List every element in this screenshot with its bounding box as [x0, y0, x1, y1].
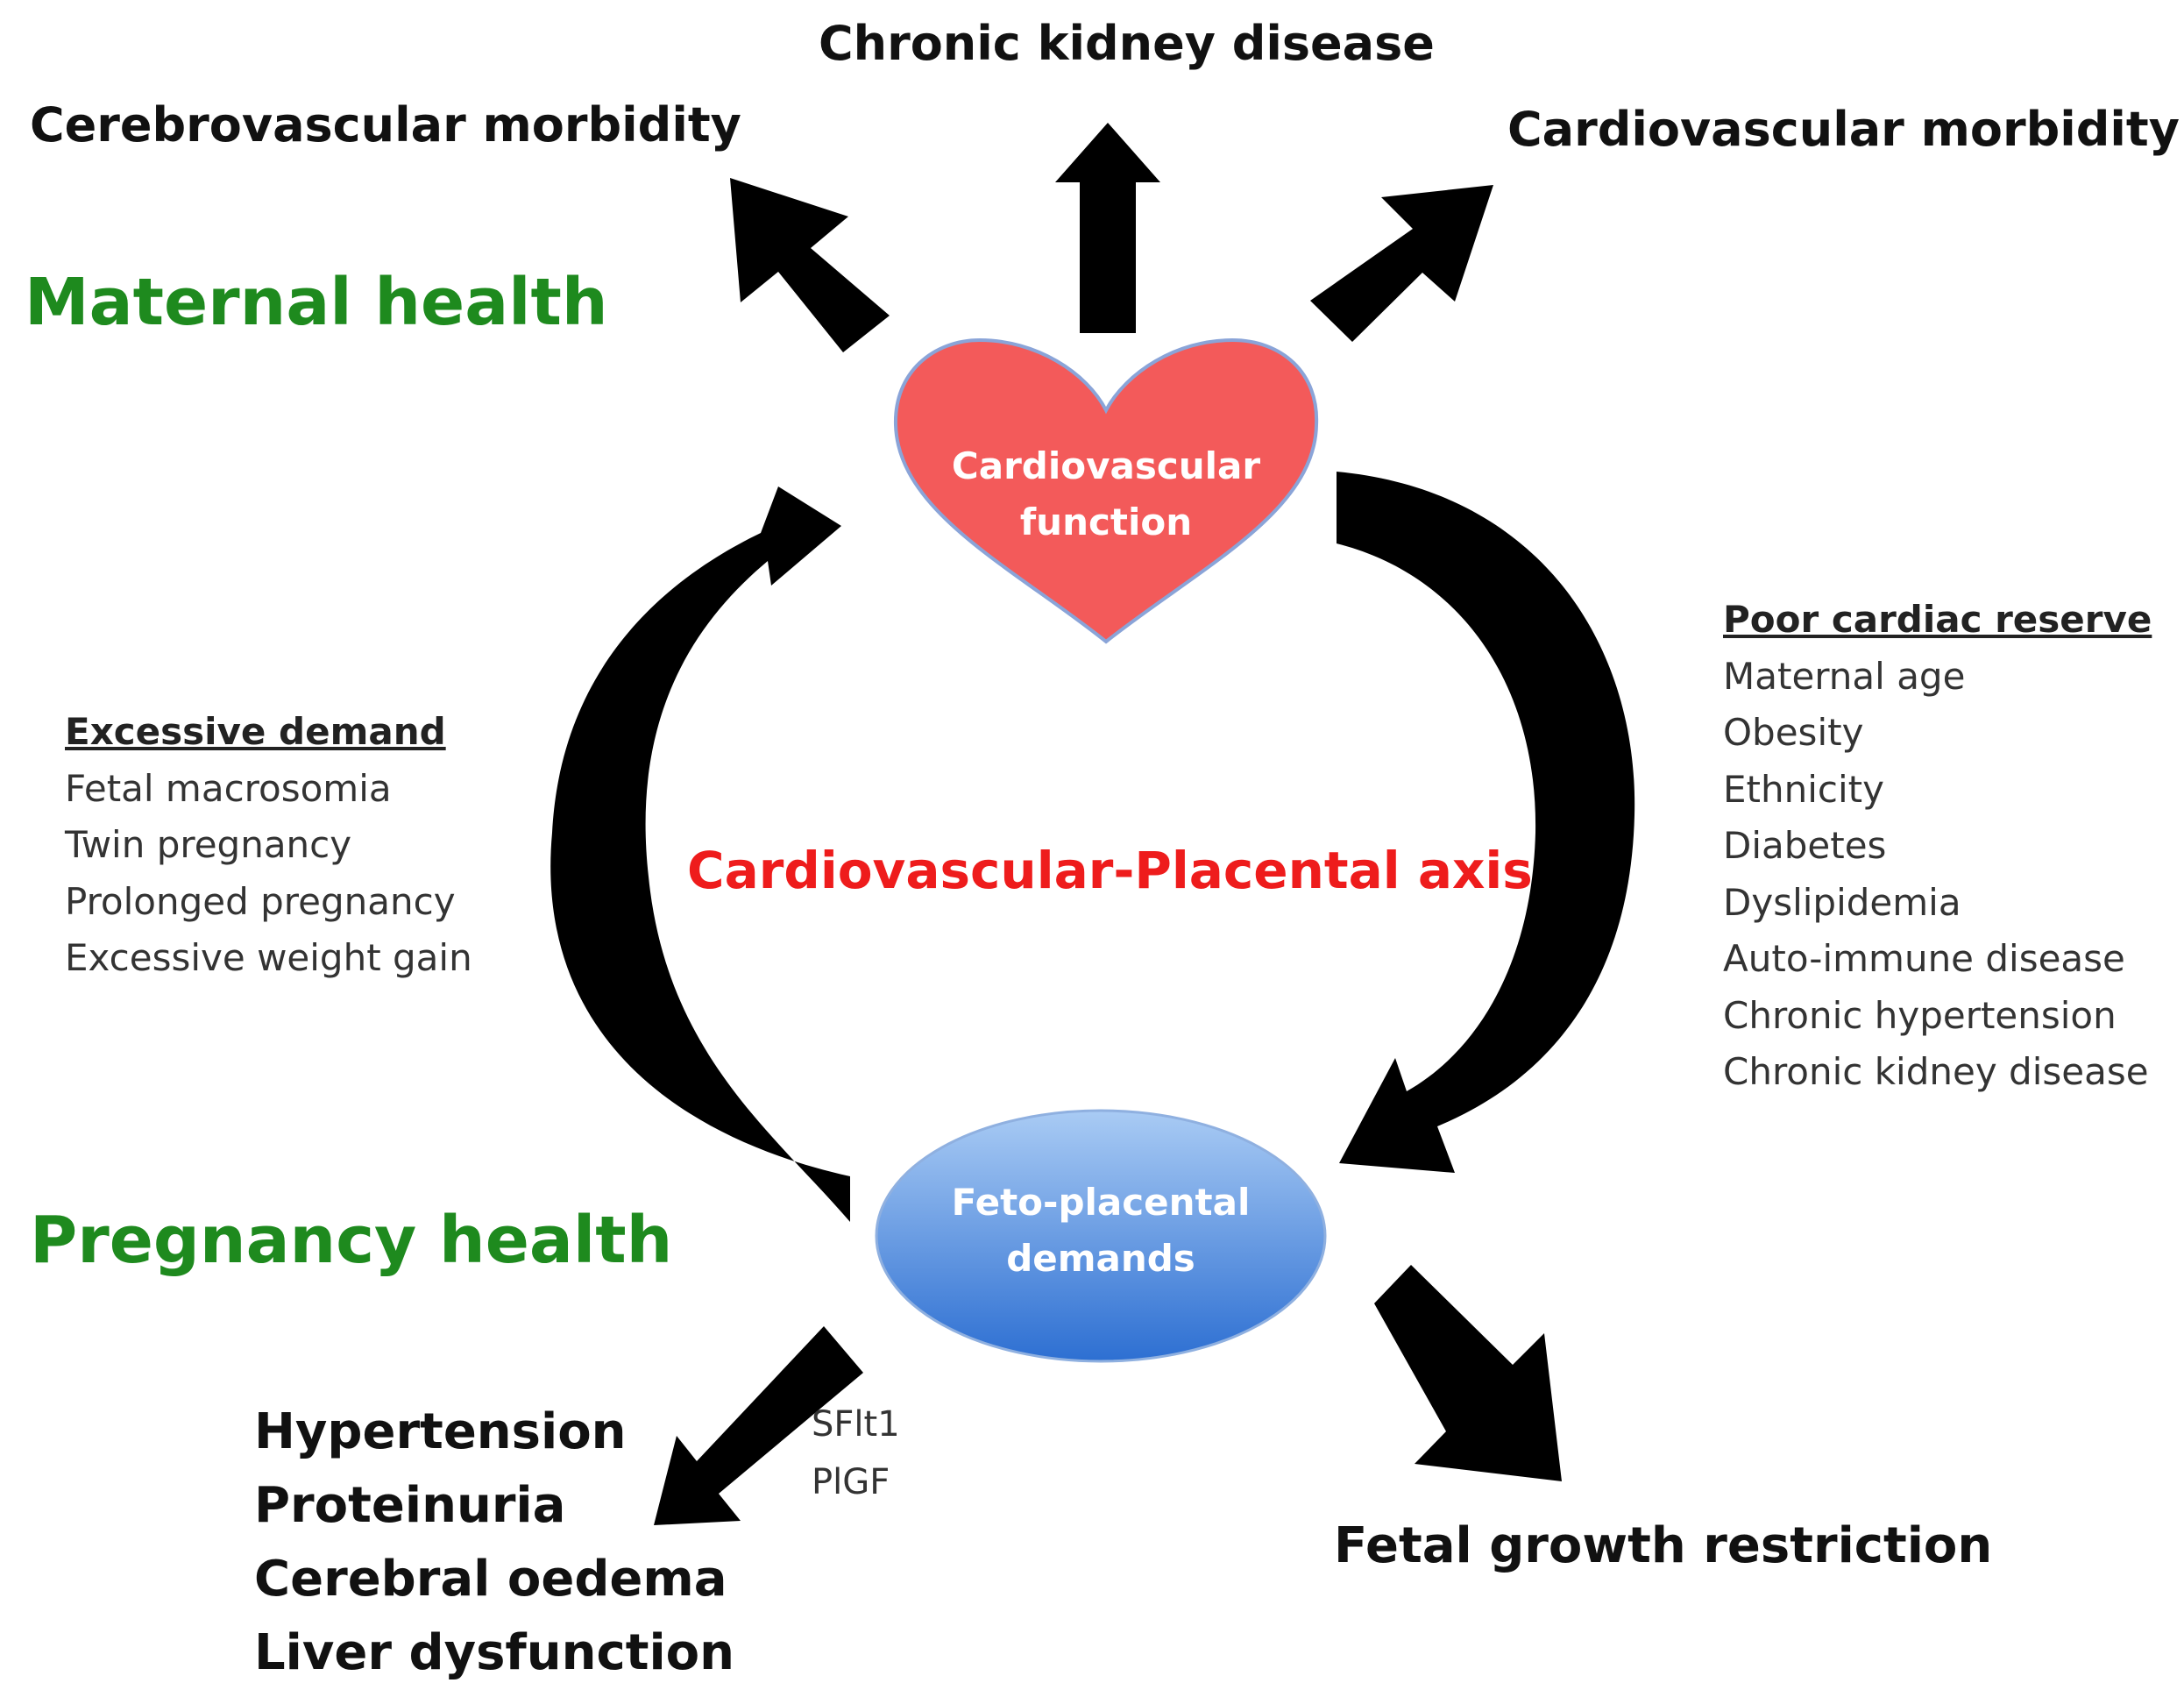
- list-item: Obesity: [1723, 711, 1864, 754]
- list-item: Chronic hypertension: [1723, 993, 2117, 1037]
- markers-list: SFlt1 PlGF: [812, 1395, 900, 1511]
- list-item: Hypertension: [254, 1403, 627, 1460]
- list-item: Proteinuria: [254, 1477, 566, 1534]
- pregnancy-outcomes-list: Hypertension Proteinuria Cerebral oedema…: [254, 1395, 734, 1690]
- list-item: Chronic kidney disease: [1723, 1050, 2149, 1093]
- arrow-to-kidney: [1055, 123, 1160, 333]
- arrow-heart-to-demand: [1337, 472, 1635, 1173]
- axis-label: Cardiovascular-Placental axis: [687, 841, 1533, 900]
- list-item: SFlt1: [812, 1404, 900, 1445]
- placenta-label-line2: demands: [1006, 1237, 1195, 1280]
- list-item: Cerebral oedema: [254, 1551, 727, 1608]
- excessive-demand-list: Excessive demand Fetal macrosomia Twin p…: [65, 704, 472, 987]
- outcome-cardiovascular: Cardiovascular morbidity: [1507, 102, 2180, 157]
- list-item: Diabetes: [1723, 824, 1887, 867]
- heart-label: Cardiovascular function: [920, 438, 1292, 550]
- pregnancy-health-label: Pregnancy health: [30, 1203, 673, 1278]
- outcome-chronic-kidney: Chronic kidney disease: [819, 16, 1435, 71]
- list-item: Prolonged pregnancy: [65, 879, 456, 923]
- outcome-cerebrovascular: Cerebrovascular morbidity: [30, 97, 741, 153]
- poor-cardiac-reserve-heading: Poor cardiac reserve: [1723, 598, 2152, 641]
- heart-shape-icon: [893, 337, 1319, 644]
- arrow-to-hypertension: [654, 1326, 863, 1525]
- arrow-to-cardiovascular: [1310, 185, 1493, 342]
- arrow-demand-to-heart: [550, 486, 850, 1222]
- list-item: Maternal age: [1723, 654, 1966, 698]
- placenta-label: Feto-placental demands: [911, 1175, 1290, 1287]
- placenta-label-line1: Feto-placental: [951, 1181, 1251, 1224]
- heart-label-line2: function: [1019, 501, 1193, 543]
- ellipse-shape-icon: [875, 1109, 1327, 1363]
- list-item: Auto-immune disease: [1723, 937, 2125, 980]
- list-item: Ethnicity: [1723, 767, 1884, 811]
- list-item: PlGF: [812, 1462, 890, 1502]
- arrow-to-fetal-growth-restriction: [1374, 1265, 1562, 1481]
- list-item: Excessive weight gain: [65, 936, 472, 979]
- list-item: Dyslipidemia: [1723, 880, 1961, 924]
- maternal-health-label: Maternal health: [25, 265, 608, 340]
- fetal-growth-restriction-label: Fetal growth restriction: [1334, 1517, 1993, 1574]
- list-item: Fetal macrosomia: [65, 766, 392, 810]
- list-item: Twin pregnancy: [65, 823, 352, 866]
- list-item: Liver dysfunction: [254, 1624, 734, 1681]
- poor-cardiac-reserve-list: Poor cardiac reserve Maternal age Obesit…: [1723, 592, 2152, 1101]
- excessive-demand-heading: Excessive demand: [65, 710, 446, 753]
- heart-label-line1: Cardiovascular: [951, 444, 1261, 487]
- arrow-to-cerebrovascular: [730, 178, 890, 352]
